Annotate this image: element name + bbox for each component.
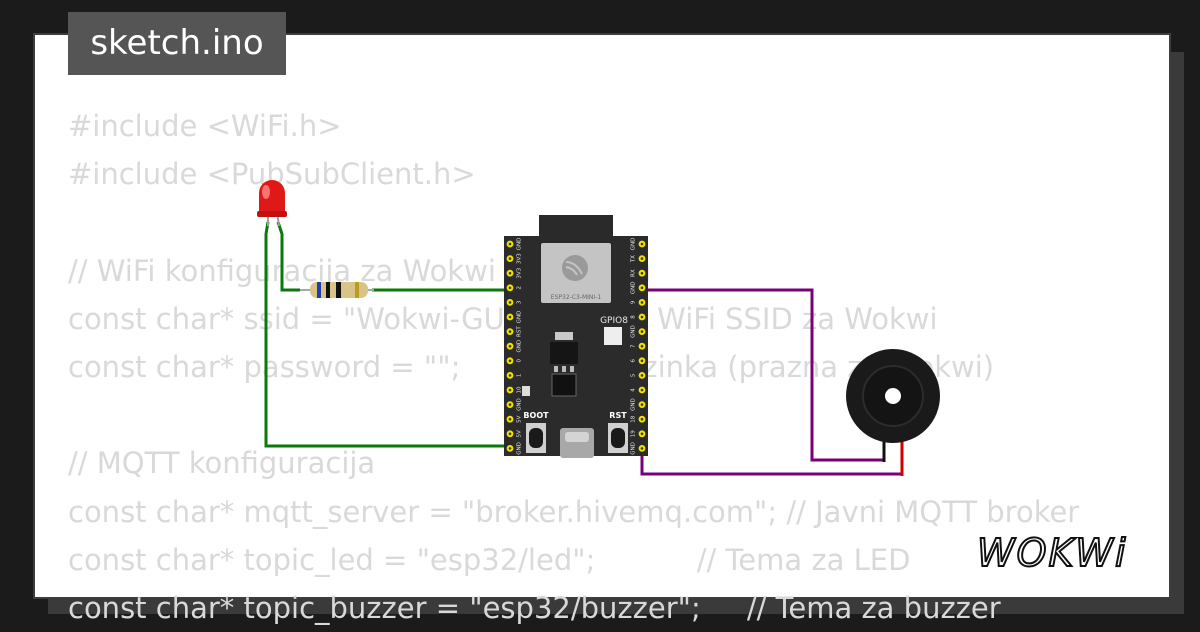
- wokwi-logo: WOKWi: [976, 530, 1128, 576]
- right-pin-hole: [640, 330, 644, 333]
- code-line: const char* topic_led = "esp32/led"; // …: [68, 542, 911, 577]
- right-pin-label: 6: [631, 359, 637, 363]
- left-pin-label: 1: [517, 374, 523, 378]
- left-pin-hole: [508, 447, 512, 450]
- left-pin-label: RST: [517, 326, 523, 337]
- right-pin-label: TX: [631, 255, 637, 263]
- right-pin-hole: [640, 417, 644, 421]
- code-line: #include <PubSubClient.h>: [68, 157, 476, 192]
- power-led: [522, 386, 530, 396]
- module-label: ESP32-C3-MINI-1: [551, 294, 602, 301]
- left-pin-hole: [508, 330, 512, 333]
- left-pin-hole: [508, 242, 512, 246]
- right-pin-hole: [640, 301, 644, 304]
- right-pin-label: GND: [631, 442, 637, 455]
- left-pin-label: GND: [517, 238, 523, 251]
- gnd-to-buzzer-wire: [640, 428, 904, 476]
- right-pin-hole: [640, 359, 644, 363]
- left-pin-label: 3V3: [517, 267, 523, 278]
- wokwi-logo-text: WOKWi: [977, 531, 1128, 575]
- resistor[interactable]: [300, 282, 374, 298]
- right-pin-label: 4: [631, 388, 637, 392]
- led-to-resistor-wire: [276, 221, 300, 292]
- right-pin-label: 8: [631, 315, 637, 319]
- right-pin-hole: [640, 374, 644, 377]
- led-to-gnd-wire: [264, 221, 512, 448]
- usb-c-port: [560, 428, 594, 458]
- esp32-c3-board[interactable]: ESP32-C3-MINI-1 GND3V33V323GNDRSTGND0110…: [504, 215, 648, 458]
- regulator-tab: [555, 332, 573, 340]
- boot-button-label: BOOT: [523, 411, 549, 420]
- left-pin-hole: [508, 374, 512, 377]
- right-pin-label: GND: [631, 398, 637, 411]
- boot-button[interactable]: [526, 423, 546, 453]
- gpio8-label: GPIO8: [600, 316, 628, 326]
- left-pin-label: 2: [517, 286, 523, 290]
- right-pin-label: 7: [631, 344, 637, 348]
- left-pin-hole: [508, 257, 512, 260]
- code-line: const char* mqtt_server = "broker.hivemq…: [68, 494, 1080, 529]
- left-pin-label: 0: [517, 359, 523, 363]
- left-pin-hole: [508, 388, 512, 392]
- left-pin-label: 3: [517, 300, 523, 304]
- code-line: // MQTT konfiguracija: [68, 446, 376, 481]
- code-line: const char* topic_buzzer = "esp32/buzzer…: [68, 590, 1001, 625]
- left-pin-hole: [508, 271, 512, 275]
- code-preview: #include <WiFi.h> #include <PubSubClient.…: [68, 102, 1079, 632]
- buzzer-opening-icon: [885, 388, 901, 404]
- right-pin-label: 9: [631, 300, 637, 304]
- piezo-buzzer[interactable]: [846, 349, 940, 476]
- right-pin-label: GND: [631, 238, 637, 251]
- right-pin-hole: [640, 344, 644, 348]
- red-led[interactable]: [257, 180, 287, 227]
- left-pin-hole: [508, 286, 512, 290]
- left-pin-label: 10: [517, 386, 523, 393]
- left-pin-label: GND: [517, 340, 523, 353]
- usb-chip: [551, 373, 577, 397]
- left-pin-label: GND: [517, 442, 523, 455]
- rgb-led-gpio8: [604, 327, 622, 345]
- gpio-to-buzzer-wire: [642, 288, 886, 462]
- left-pin-label: 5V: [517, 415, 523, 422]
- file-tab[interactable]: sketch.ino: [68, 12, 286, 75]
- right-pin-hole: [640, 257, 644, 260]
- right-pin-label: 19: [631, 430, 637, 437]
- right-pin-hole: [640, 315, 644, 319]
- left-pin-label: 5V: [517, 430, 523, 437]
- right-pin-hole: [640, 432, 644, 436]
- right-pin-label: 18: [631, 415, 637, 422]
- left-pin-label: 3V3: [517, 253, 523, 264]
- espressif-logo-icon: [562, 255, 588, 281]
- right-pin-hole: [640, 271, 644, 275]
- left-pin-label: GND: [517, 311, 523, 324]
- right-pin-hole: [640, 242, 644, 246]
- right-pin-label: GND: [631, 281, 637, 294]
- voltage-regulator: [550, 342, 578, 364]
- right-pin-hole: [640, 388, 644, 392]
- right-pin-label: GND: [631, 325, 637, 338]
- right-pin-label: 5: [631, 373, 637, 377]
- right-pin-hole: [640, 447, 644, 450]
- right-pin-hole: [640, 286, 644, 290]
- right-pin-hole: [640, 403, 644, 406]
- left-pin-hole: [508, 403, 512, 406]
- reset-button[interactable]: [608, 423, 628, 453]
- left-pin-hole: [508, 417, 512, 421]
- left-pin-hole: [508, 301, 512, 304]
- left-pin-hole: [508, 344, 512, 348]
- left-pin-label: GND: [517, 398, 523, 411]
- left-pin-hole: [508, 432, 512, 436]
- left-pin-hole: [508, 315, 512, 319]
- right-pin-label: RX: [631, 269, 637, 277]
- rst-button-label: RST: [609, 411, 627, 420]
- code-line: #include <WiFi.h>: [68, 109, 342, 143]
- left-pin-hole: [508, 359, 512, 363]
